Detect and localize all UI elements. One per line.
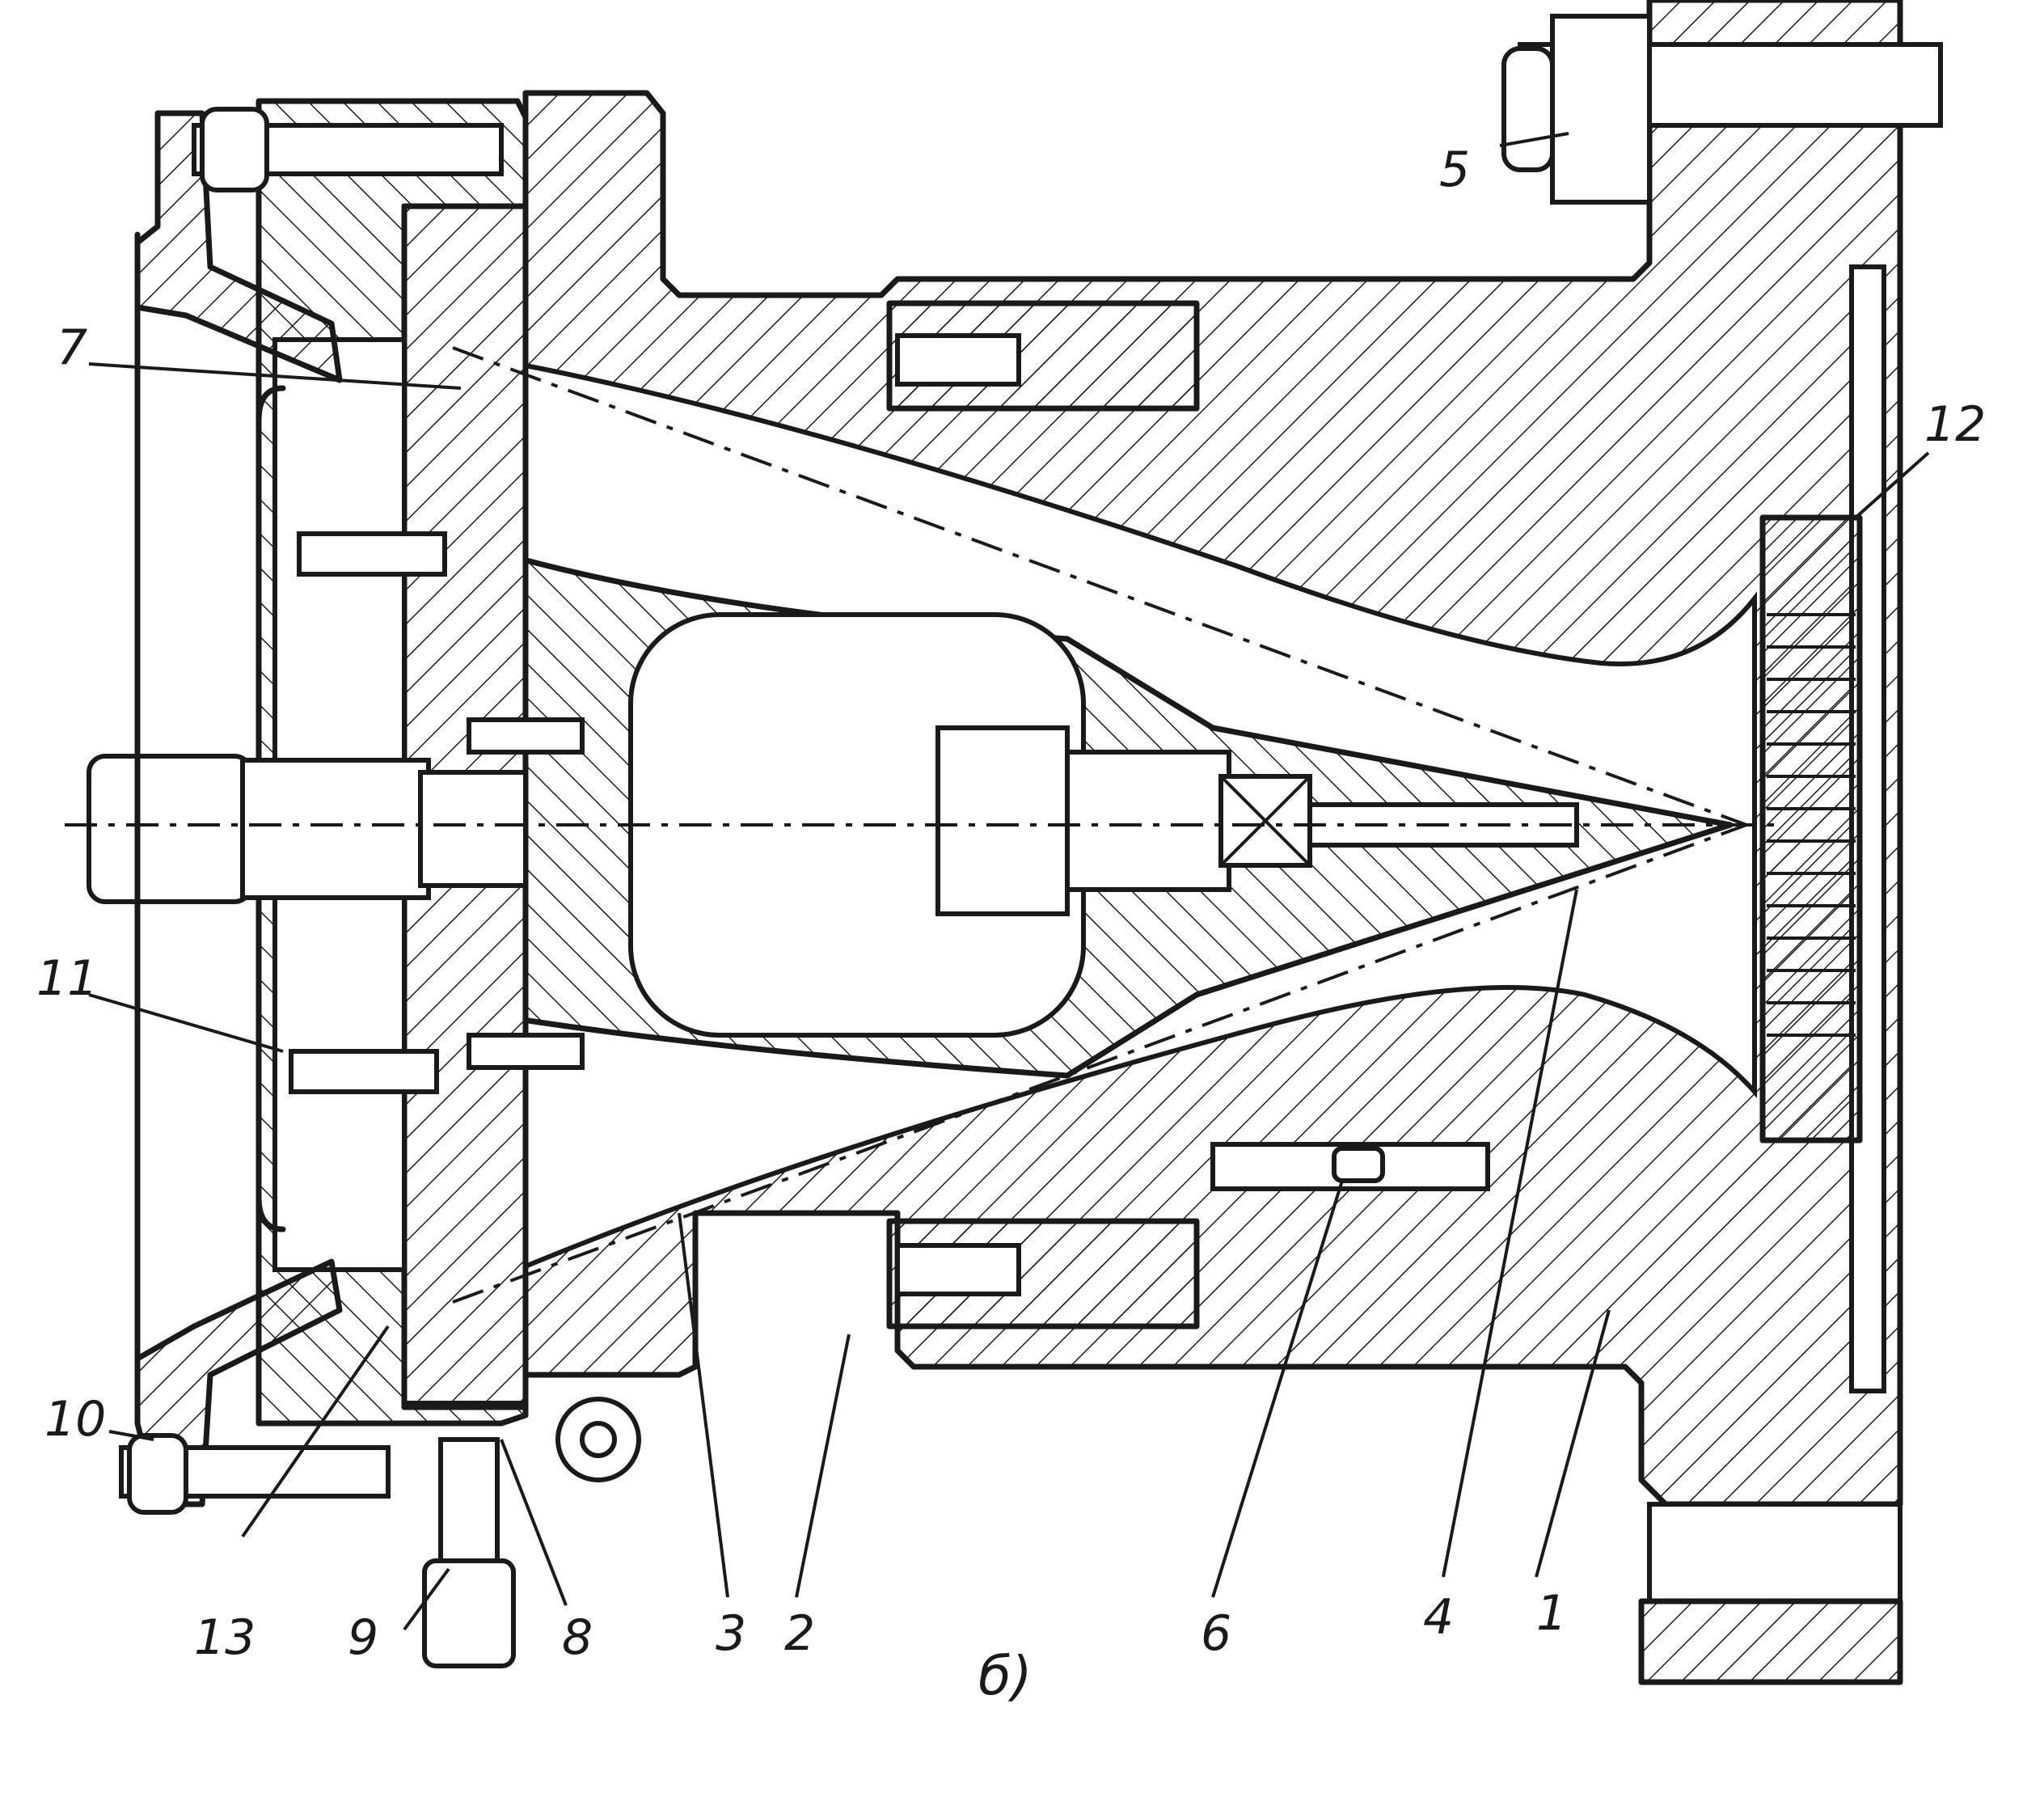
callout-3: 3 [716, 1605, 746, 1662]
callout-8: 8 [562, 1609, 593, 1666]
pin [1210, 1142, 1490, 1191]
callout-6: 6 [1201, 1605, 1231, 1662]
leader-lines [88, 132, 1930, 1631]
figure-caption: б) [978, 1645, 1032, 1707]
plug-screw [422, 1397, 641, 1668]
callout-13: 13 [194, 1609, 256, 1666]
mandrel-cone [514, 555, 1734, 1079]
callout-11: 11 [36, 950, 98, 1007]
callout-9: 9 [348, 1609, 378, 1666]
shaft-and-hub [87, 717, 585, 1070]
callout-1: 1 [1536, 1585, 1567, 1642]
callout-5: 5 [1439, 142, 1470, 198]
callout-4: 4 [1423, 1589, 1454, 1646]
top-bolt [1501, 14, 1943, 205]
cap-screws [119, 107, 504, 1515]
callout-2: 2 [784, 1605, 815, 1662]
left-cover [134, 110, 343, 1507]
callout-10: 10 [44, 1391, 106, 1448]
breaker-plate [1759, 514, 1863, 1144]
die-bushing [886, 300, 1200, 1330]
callout-labels: 1 2 3 4 5 6 7 8 9 10 11 12 13 б) [36, 142, 1986, 1707]
upper-flow-line [452, 346, 1747, 827]
callout-7: 7 [57, 319, 87, 376]
lower-flow-line [452, 823, 1747, 1304]
bottom-flange-bolt [1638, 1502, 1903, 1685]
callout-12: 12 [1924, 396, 1986, 453]
